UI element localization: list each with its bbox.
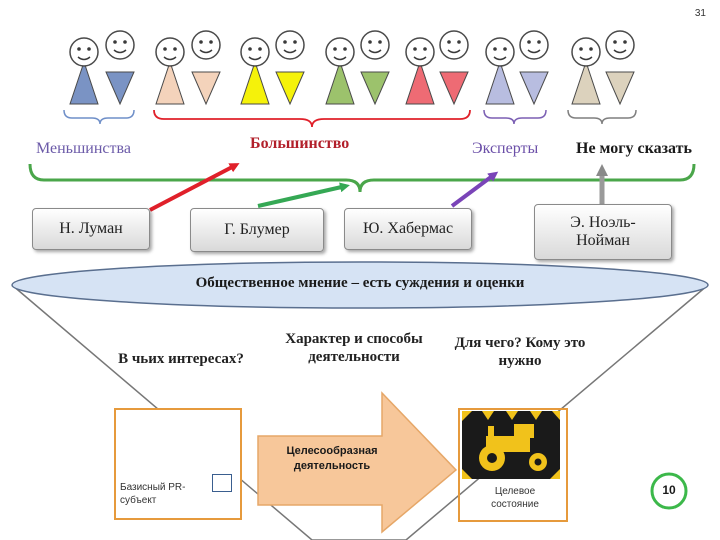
habermas-label: Ю. Хабермас: [362, 219, 454, 237]
person-icon: [240, 30, 305, 106]
opinion-definition: Общественное мнение – есть суждения и оц…: [195, 275, 525, 291]
opinion-axis-bracket: [28, 163, 696, 193]
page-badge-number: 10: [662, 483, 676, 497]
experts-label: Эксперты: [472, 140, 539, 157]
majority-label: Большинство: [250, 135, 350, 152]
person-icon: [325, 30, 390, 106]
tractor-icon: [462, 411, 560, 479]
funnel-top: [11, 261, 709, 309]
minorities-bracket: [63, 109, 135, 125]
person-icon: [155, 30, 221, 106]
question-whose-interests: В чьих интересах?: [118, 351, 244, 367]
experts-bracket: [483, 109, 547, 125]
page-badge: [650, 472, 688, 510]
slide-number: 31: [694, 8, 706, 19]
majority-bracket: [153, 109, 471, 128]
luhmann-label: Н. Луман: [59, 219, 123, 237]
cannot-say-label: Не могу сказать: [576, 140, 692, 157]
blumer-box: Г. Блумер: [190, 208, 324, 252]
habermas-box: Ю. Хабермас: [344, 208, 472, 250]
target-state-box: [458, 408, 568, 522]
person-icon: [571, 30, 635, 106]
question-character: Характер и способы деятельности: [285, 331, 423, 365]
pr-subject-caption: Базисный PR-субъект: [120, 482, 186, 506]
person-icon: [405, 30, 469, 106]
noelle-label: Э. Ноэль-Нойман: [570, 213, 636, 249]
activity-arrow: [257, 391, 458, 534]
person-icon: [69, 30, 135, 106]
person-icon: [485, 30, 549, 106]
question-what-for: Для чего? Кому это нужно: [454, 335, 586, 369]
luhmann-arrow: [149, 163, 240, 212]
noelle-box: Э. Ноэль-Нойман: [534, 204, 672, 260]
pr-subject-box: [114, 408, 242, 520]
blumer-arrow: [257, 182, 350, 208]
subject-marker: [212, 474, 232, 492]
blumer-label: Г. Блумер: [224, 220, 290, 238]
habermas-arrow: [450, 171, 499, 208]
cannot-say-bracket: [567, 109, 637, 125]
minorities-label: Меньшинства: [36, 140, 131, 157]
luhmann-box: Н. Луман: [32, 208, 150, 250]
activity-label: Целесообразная деятельность: [286, 445, 378, 472]
target-state-caption: Целевое состояние: [491, 486, 539, 510]
